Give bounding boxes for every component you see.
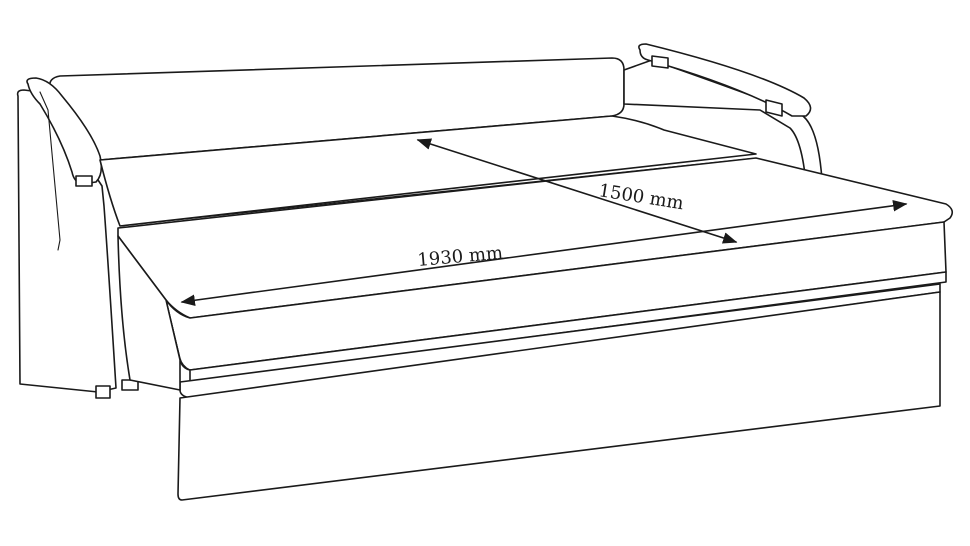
mattress-side-left [117,235,181,391]
left-armrest [16,77,139,399]
right-armrest [623,43,823,187]
storage-box [177,291,941,501]
